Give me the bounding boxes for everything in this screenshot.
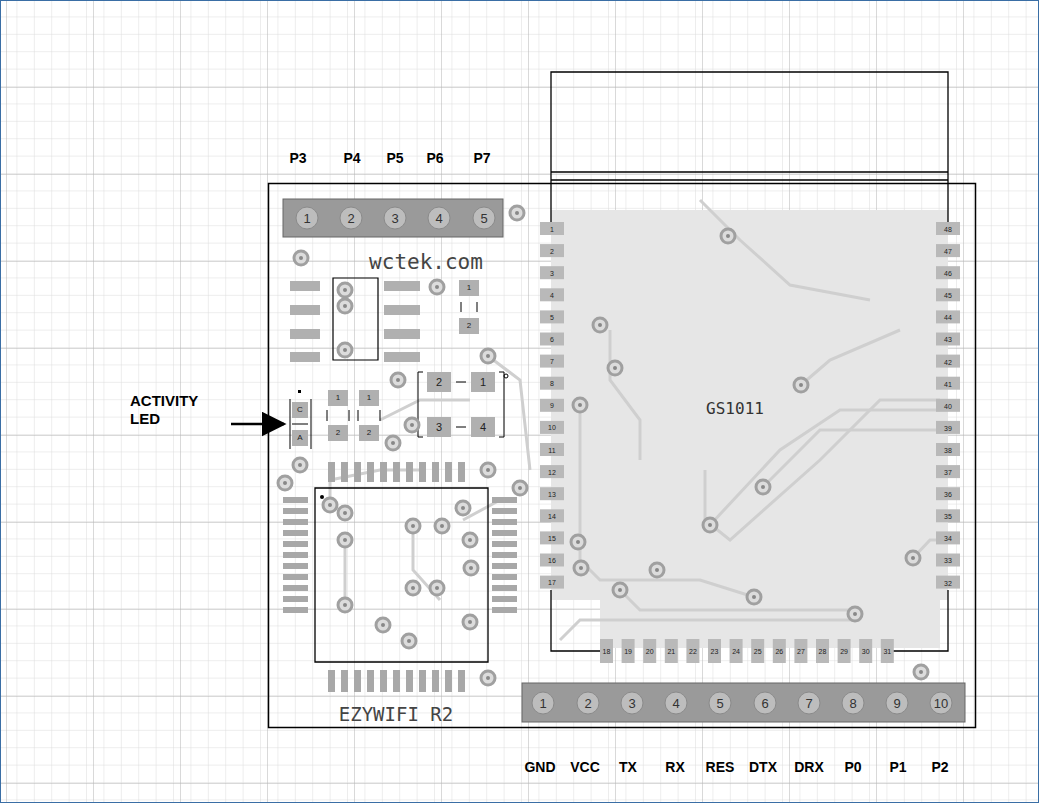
module-pin-number: 30 (862, 648, 870, 655)
module-pin-number: 23 (711, 648, 719, 655)
module-pin-number: 36 (944, 491, 952, 498)
pin-number: 3 (628, 697, 635, 710)
module-pin-number: 8 (550, 380, 554, 387)
module-pin-number: 12 (548, 468, 556, 475)
module-pin-number: 13 (548, 490, 556, 497)
pin-number: 1 (539, 697, 546, 710)
signal-name: P1 (889, 760, 906, 774)
module-pin-number: 28 (819, 648, 827, 655)
signal-name: RES (706, 760, 735, 774)
module-pin-number: 7 (550, 358, 554, 365)
pin-number: 5 (480, 212, 487, 225)
pin-number: 4 (672, 697, 679, 710)
module-pin-number: 9 (550, 402, 554, 409)
signal-name: P2 (931, 760, 948, 774)
module-pin-number: 17 (548, 579, 556, 586)
pin-number: 7 (805, 697, 812, 710)
module-pin-number: 22 (689, 648, 697, 655)
module-pin-number: 15 (548, 534, 556, 541)
module-pin-number: 11 (548, 446, 555, 453)
pad-letter: A (297, 434, 302, 442)
callout-label: ACTIVITY LED (130, 392, 225, 428)
signal-name: DRX (794, 760, 824, 774)
module-pin-number: 43 (944, 336, 952, 343)
module-name: GS1011 (706, 401, 764, 417)
pin-number: 2 (347, 212, 354, 225)
module-pin-number: 31 (883, 648, 891, 655)
pin-number: 8 (849, 697, 856, 710)
pin-number: 5 (716, 697, 723, 710)
module-pin-number: 29 (840, 648, 848, 655)
module-pin-number: 5 (550, 313, 554, 320)
signal-name: VCC (570, 760, 600, 774)
pin-number: 2 (584, 697, 591, 710)
module-pin-number: 38 (944, 446, 952, 453)
signal-name: DTX (749, 760, 777, 774)
module-pin-number: 46 (944, 270, 952, 277)
pin-number: 3 (391, 212, 398, 225)
module-pin-number: 34 (944, 535, 952, 542)
module-pin-number: 47 (944, 248, 952, 255)
module-pin-number: 10 (548, 424, 556, 431)
silkscreen-text: wctek.com (369, 252, 483, 273)
silkscreen-text: EZYWIFI R2 (339, 705, 453, 724)
module-pin-number: 37 (944, 469, 952, 476)
module-pin-number: 44 (944, 314, 952, 321)
module-pin-number: 40 (944, 402, 952, 409)
pin-number: 10 (934, 697, 948, 710)
module-pin-number: 32 (944, 579, 952, 586)
signal-name: RX (665, 760, 684, 774)
pad-number: 1 (480, 377, 486, 388)
pad-number: 2 (436, 377, 442, 388)
pad-number: 2 (367, 429, 371, 437)
pin-number: 6 (761, 697, 768, 710)
signal-name: P0 (844, 760, 861, 774)
module-pin-number: 25 (754, 648, 762, 655)
port-label: P6 (426, 151, 443, 165)
module-pin-number: 48 (944, 225, 952, 232)
module-pin-number: 2 (550, 247, 554, 254)
module-pin-number: 3 (550, 269, 554, 276)
module-pin-number: 26 (775, 648, 783, 655)
port-label: P4 (343, 151, 360, 165)
signal-name: TX (619, 760, 637, 774)
signal-name: GND (524, 760, 555, 774)
module-pin-number: 21 (667, 648, 675, 655)
module-pin-number: 24 (732, 648, 740, 655)
pin-number: 4 (435, 212, 442, 225)
pad-letter: C (297, 406, 303, 414)
module-pin-number: 20 (646, 648, 654, 655)
module-pin-number: 27 (797, 648, 805, 655)
pin-number: 1 (303, 212, 310, 225)
module-pin-number: 45 (944, 292, 952, 299)
module-pin-number: 1 (550, 225, 554, 232)
module-pin-number: 16 (548, 557, 556, 564)
module-pin-number: 33 (944, 557, 952, 564)
port-label: P5 (386, 151, 403, 165)
pad-number: 1 (467, 284, 471, 292)
pad-number: 4 (480, 422, 486, 433)
module-pin-number: 39 (944, 424, 952, 431)
module-pin-number: 42 (944, 358, 952, 365)
module-pin-number: 41 (944, 380, 952, 387)
pad-number: 2 (336, 429, 340, 437)
module-pin-number: 4 (550, 291, 554, 298)
module-pin-number: 18 (603, 648, 611, 655)
module-pin-number: 6 (550, 336, 554, 343)
pad-number: 3 (436, 422, 442, 433)
port-label: P3 (289, 151, 306, 165)
pad-number: 1 (367, 394, 371, 402)
module-pin-number: 35 (944, 513, 952, 520)
pad-number: 2 (467, 322, 471, 330)
pin-number: 9 (893, 697, 900, 710)
port-label: P7 (473, 151, 490, 165)
module-pin-number: 19 (624, 648, 632, 655)
pad-number: 1 (336, 394, 340, 402)
module-pin-number: 14 (548, 512, 556, 519)
